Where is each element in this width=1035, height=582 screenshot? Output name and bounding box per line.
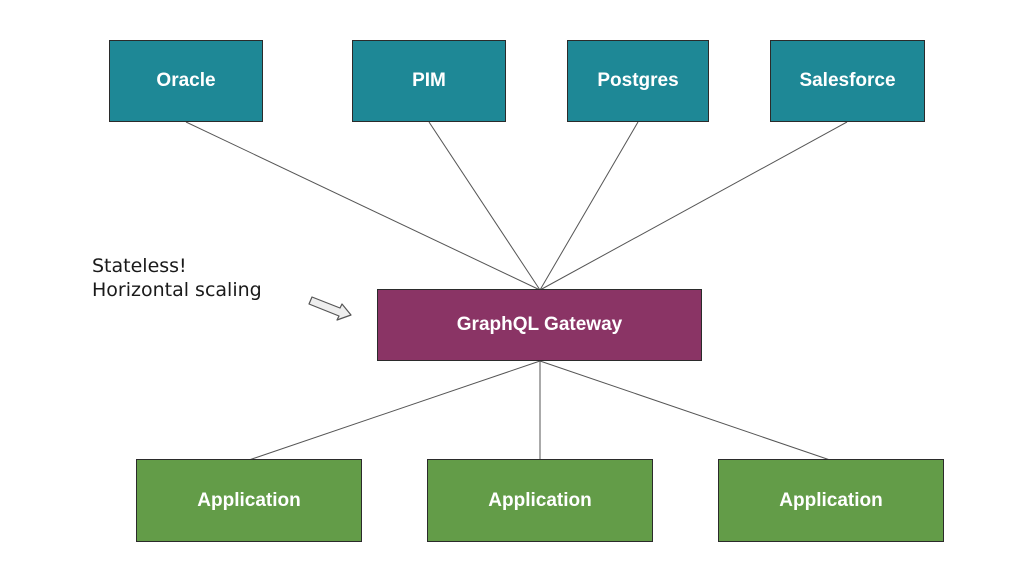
gateway-node: GraphQL Gateway	[377, 289, 702, 361]
source-node-label: PIM	[412, 70, 446, 91]
application-node-label: Application	[197, 489, 301, 511]
application-node-2: Application	[427, 459, 653, 542]
application-node-label: Application	[779, 489, 883, 511]
connector-gateway-app-1	[248, 360, 541, 461]
source-node-label: Oracle	[156, 70, 216, 91]
scaling-note-line-1: Stateless!	[92, 255, 187, 277]
source-node-salesforce: Salesforce	[770, 40, 925, 122]
source-node-label: Postgres	[597, 70, 679, 91]
application-node-3: Application	[718, 459, 944, 542]
gateway-node-label: GraphQL Gateway	[456, 314, 623, 335]
connector-oracle-gateway	[185, 121, 541, 291]
source-node-label: Salesforce	[799, 70, 896, 91]
application-node-label: Application	[488, 489, 592, 511]
arrow-right-icon	[308, 296, 352, 321]
scaling-note-line-2: Horizontal scaling	[92, 279, 262, 301]
source-node-pim: PIM	[352, 40, 506, 122]
connector-postgres-gateway	[539, 121, 639, 291]
source-node-oracle: Oracle	[109, 40, 263, 122]
source-node-postgres: Postgres	[567, 40, 709, 122]
connector-pim-gateway	[428, 121, 541, 291]
scaling-note: Stateless! Horizontal scaling	[92, 254, 262, 302]
application-node-1: Application	[136, 459, 362, 542]
connector-salesforce-gateway	[539, 121, 848, 291]
connector-gateway-app-3	[539, 360, 831, 461]
